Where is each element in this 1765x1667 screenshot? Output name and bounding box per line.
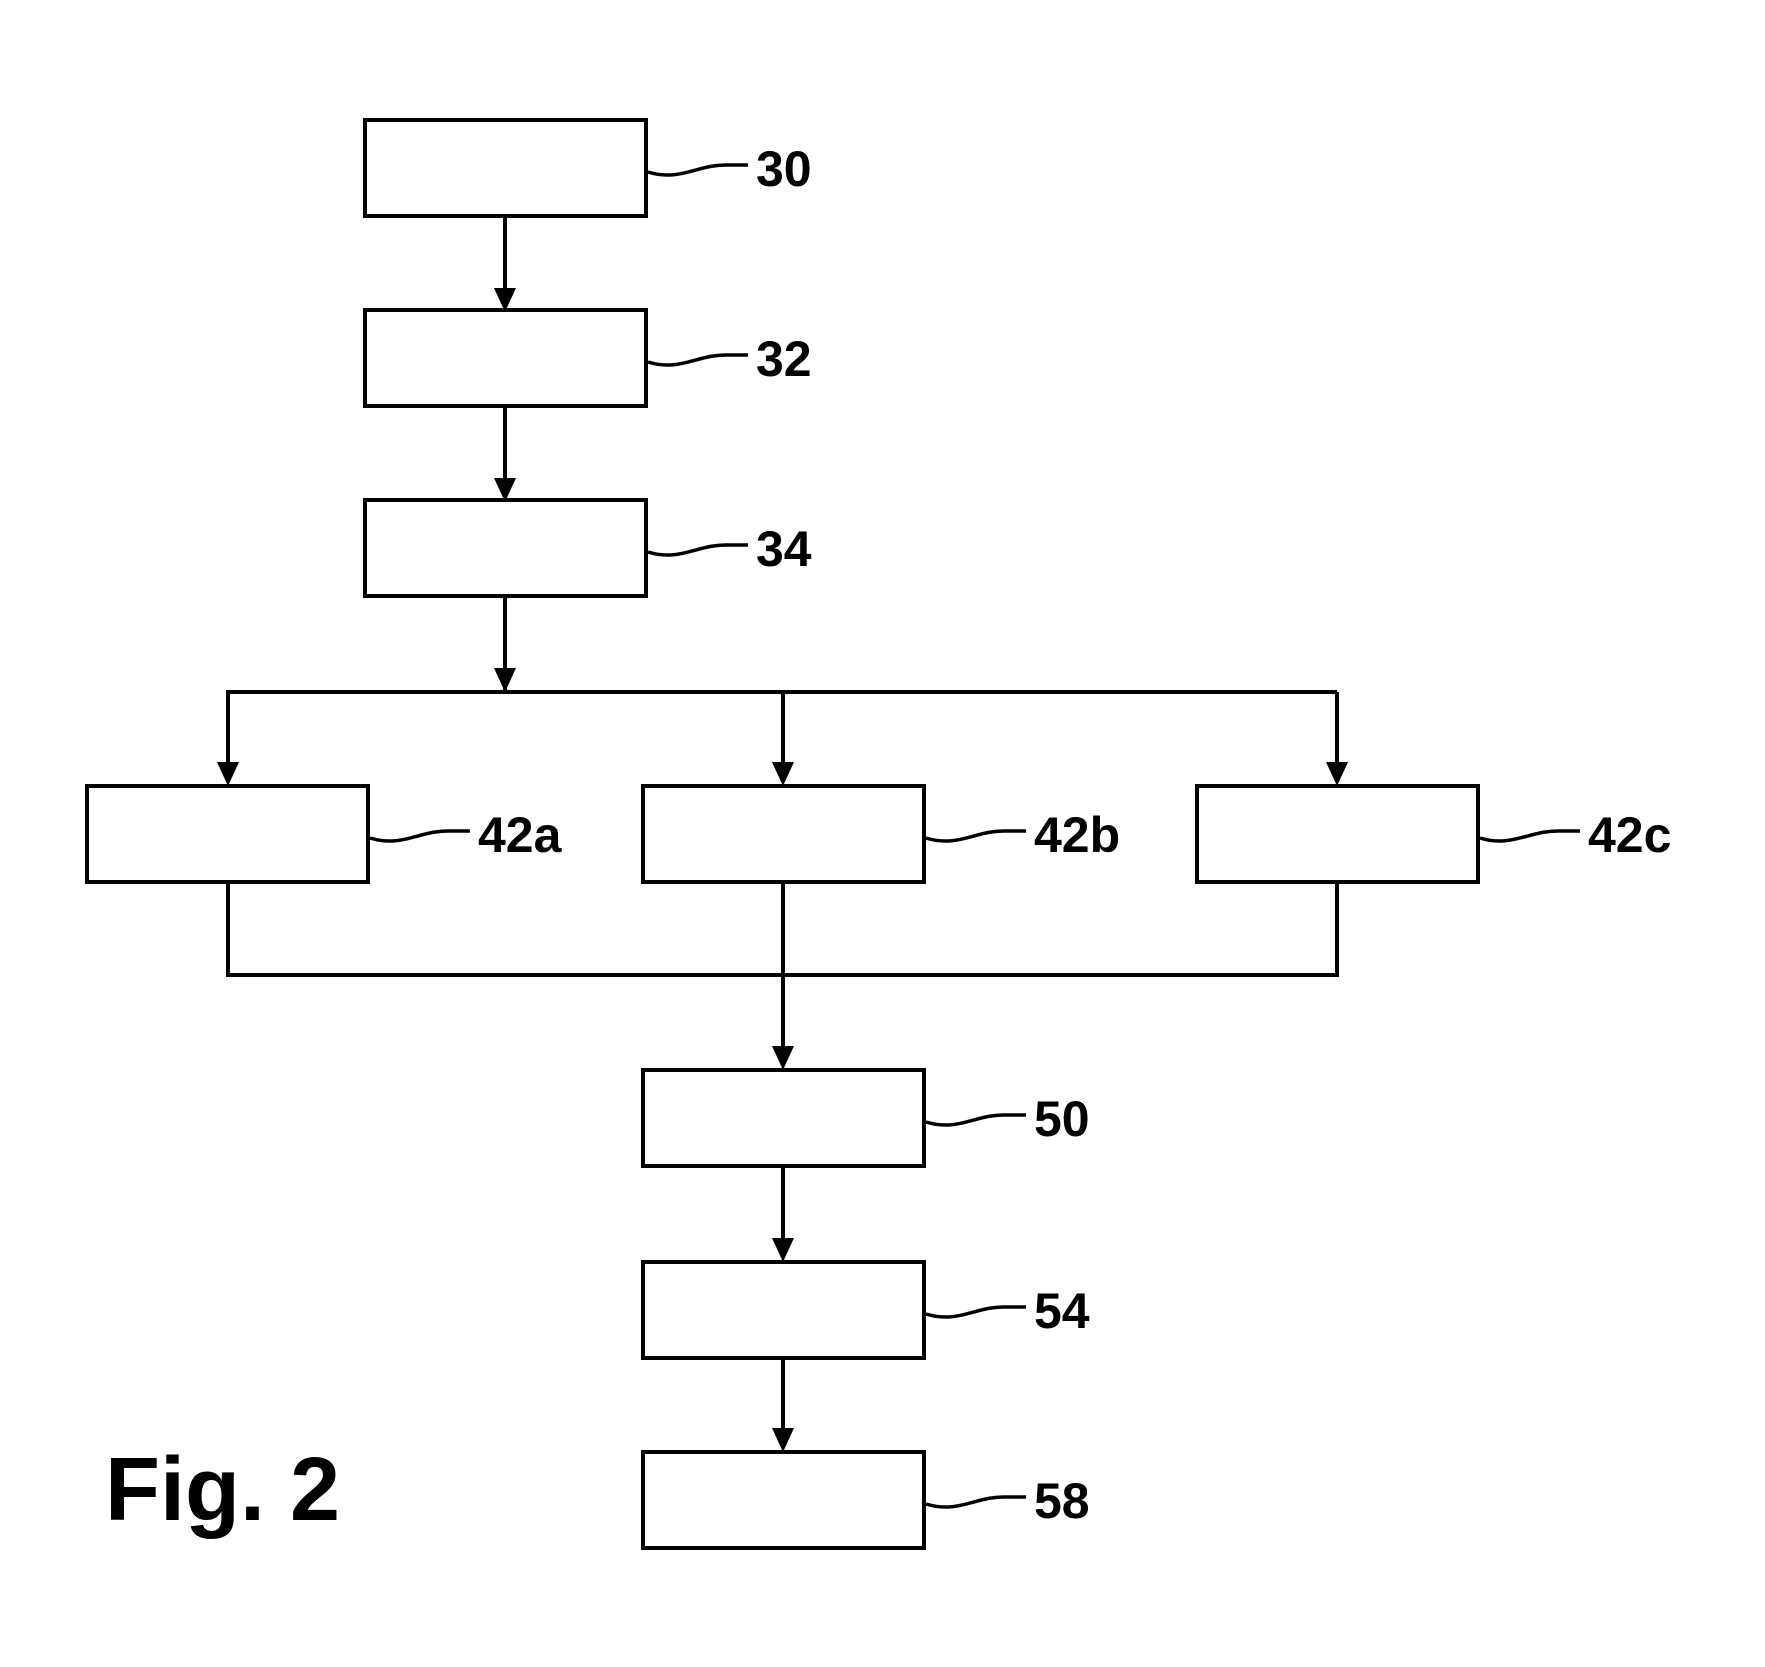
leader-42a (369, 829, 470, 843)
ref-label-42b: 42b (1034, 807, 1120, 863)
arrowhead-merge-to-50 (772, 1046, 794, 1070)
arrowhead-32-to-34 (494, 478, 516, 502)
step-box-30 (363, 118, 648, 218)
ref-label-42a: 42a (478, 807, 563, 863)
step-box-42b (641, 784, 926, 884)
ref-label-58: 58 (1034, 1473, 1090, 1529)
step-box-50 (641, 1068, 926, 1168)
ref-label-34: 34 (756, 521, 812, 577)
leader-32 (647, 353, 748, 367)
arrowhead-34-to-split (494, 668, 516, 692)
ref-label-50: 50 (1034, 1091, 1090, 1147)
ref-label-32: 32 (756, 331, 812, 387)
leader-30 (647, 163, 748, 177)
arrowhead-split-to-42b (772, 762, 794, 786)
ref-label-54: 54 (1034, 1283, 1090, 1339)
figure-caption: Fig. 2 (105, 1440, 340, 1540)
arrowhead-split-to-42a (217, 762, 239, 786)
ref-label-42c: 42c (1588, 807, 1671, 863)
leader-42b (925, 829, 1026, 843)
arrowhead-50-to-54 (772, 1238, 794, 1262)
step-box-34 (363, 498, 648, 598)
step-box-42c (1195, 784, 1480, 884)
leader-58 (925, 1495, 1026, 1509)
step-box-58 (641, 1450, 926, 1550)
step-box-32 (363, 308, 648, 408)
arrowhead-30-to-32 (494, 288, 516, 312)
arrowhead-54-to-58 (772, 1428, 794, 1452)
step-box-54 (641, 1260, 926, 1360)
arrowhead-split-to-42c (1326, 762, 1348, 786)
ref-label-30: 30 (756, 141, 812, 197)
leader-42c (1479, 829, 1580, 843)
leader-34 (647, 543, 748, 557)
step-box-42a (85, 784, 370, 884)
leader-54 (925, 1305, 1026, 1319)
leader-50 (925, 1113, 1026, 1127)
